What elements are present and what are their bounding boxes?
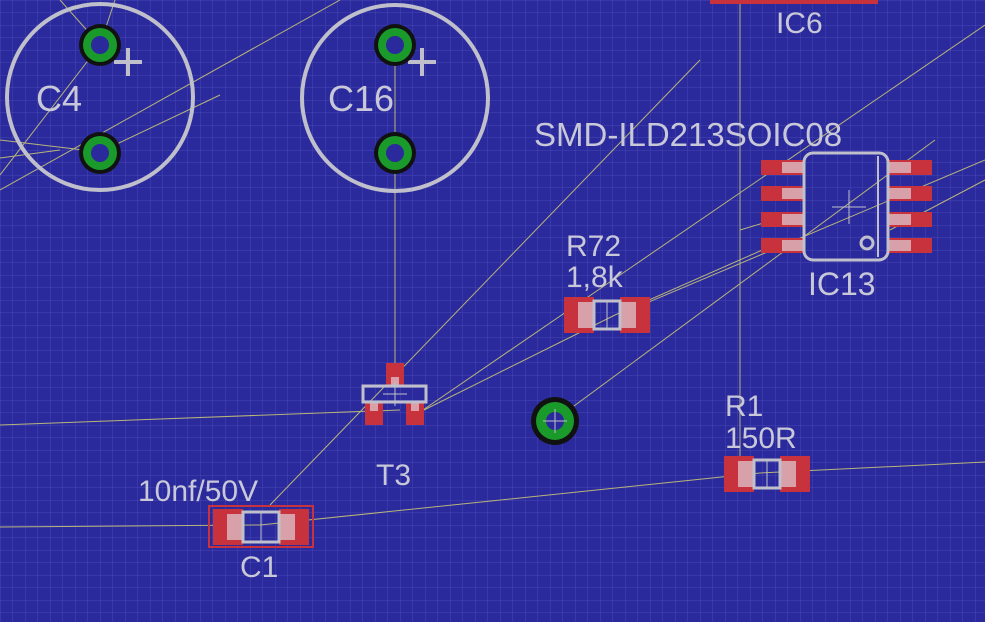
t3-pad-left-paste xyxy=(370,401,378,411)
r1-pad-1-paste xyxy=(738,461,754,487)
resistor-r72[interactable]: R72 1,8k xyxy=(564,230,650,333)
c4-pad-2[interactable] xyxy=(79,132,121,174)
c1-name-label: C1 xyxy=(240,551,278,584)
t3-pad-top[interactable] xyxy=(386,363,404,387)
t3-pad-right[interactable] xyxy=(406,401,424,425)
ic13-package-label: SMD-ILD213SOIC08 xyxy=(534,116,842,153)
c1-pad-2-paste xyxy=(279,514,295,540)
r72-pad-1-paste xyxy=(578,302,594,328)
c16-pad-1[interactable] xyxy=(374,24,416,66)
ic6-outline-edge xyxy=(710,0,878,4)
transistor-t3[interactable]: T3 xyxy=(361,363,428,492)
r72-value-label: 1,8k xyxy=(566,261,624,294)
c1-selection-outline xyxy=(208,505,314,548)
ic13-origin-cross xyxy=(832,190,866,224)
ic13-body-outline xyxy=(802,151,890,262)
r1-pad-2-paste xyxy=(780,461,796,487)
t3-name-label: T3 xyxy=(376,459,411,492)
c4-name-label: C4 xyxy=(36,78,82,119)
c16-outline xyxy=(300,3,490,193)
resistor-r1[interactable]: R1 150R xyxy=(724,390,810,492)
capacitor-c1[interactable]: 10nf/50V C1 xyxy=(138,475,314,584)
r72-name-label: R72 xyxy=(566,230,621,263)
t3-pad-right-paste xyxy=(411,401,419,411)
capacitor-c16[interactable]: C16 xyxy=(300,3,490,193)
ic6-name-label: IC6 xyxy=(776,7,823,40)
capacitor-c4[interactable]: C4 xyxy=(5,2,195,192)
c4-outline xyxy=(5,2,195,192)
ic13-pads-left[interactable] xyxy=(761,160,805,253)
c16-plus-marker xyxy=(408,48,436,76)
ic6[interactable]: IC6 xyxy=(710,0,878,40)
c4-pad-1[interactable] xyxy=(79,24,121,66)
r1-name-label: R1 xyxy=(725,390,763,423)
via[interactable] xyxy=(531,397,579,445)
c16-pad-2[interactable] xyxy=(374,132,416,174)
ic13[interactable]: SMD-ILD213SOIC08 IC13 xyxy=(534,116,932,302)
c1-pad-1-paste xyxy=(227,514,243,540)
t3-origin-cross xyxy=(383,382,407,406)
r1-value-label: 150R xyxy=(725,422,797,455)
ic13-name-label: IC13 xyxy=(808,266,876,302)
c4-plus-marker xyxy=(114,48,142,76)
r72-pad-2-paste xyxy=(620,302,636,328)
t3-pad-left[interactable] xyxy=(365,401,383,425)
ic13-pin1-marker xyxy=(859,235,875,251)
c16-name-label: C16 xyxy=(328,78,394,119)
ic13-pads-right[interactable] xyxy=(888,160,932,253)
c1-value-label: 10nf/50V xyxy=(138,475,258,508)
